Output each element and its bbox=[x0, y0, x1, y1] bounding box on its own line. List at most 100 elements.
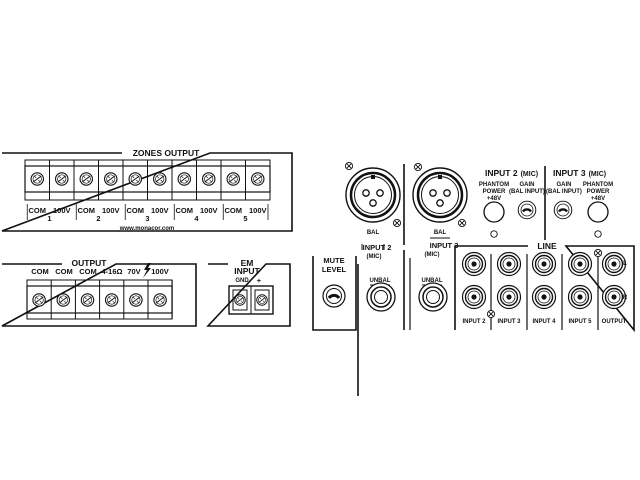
line-rca-jack[interactable] bbox=[496, 284, 522, 310]
lightning-icon bbox=[143, 263, 151, 278]
input2-phantom-1: PHANTOM bbox=[479, 182, 509, 188]
zone-com-label: COM bbox=[225, 206, 243, 215]
input2-unbal-jack[interactable] bbox=[366, 282, 396, 312]
mute-level-knob[interactable] bbox=[321, 283, 347, 309]
input3-xlr-connector[interactable] bbox=[411, 166, 469, 224]
output-title: OUTPUT bbox=[72, 258, 108, 268]
input2-phantom-led bbox=[490, 230, 498, 238]
output-terminal-screw[interactable] bbox=[32, 293, 46, 307]
line-rca-jack[interactable] bbox=[567, 284, 593, 310]
em-plus-label: + bbox=[257, 276, 262, 285]
output-terminal-screw[interactable] bbox=[56, 293, 71, 307]
zone-100v-label: 100V bbox=[102, 206, 120, 215]
mute-title-1: MUTE bbox=[323, 256, 344, 265]
zone-terminal-screw[interactable] bbox=[202, 172, 216, 186]
line-input-label: INPUT 3 bbox=[497, 319, 521, 325]
line-input-label: INPUT 5 bbox=[568, 319, 592, 325]
zone-number-label: 5 bbox=[243, 214, 247, 223]
line-input-label: OUTPUT bbox=[602, 319, 627, 325]
output-terminal-label: COM bbox=[55, 267, 73, 276]
output-terminal-label: 70V bbox=[127, 267, 140, 276]
input3-phantom-2: POWER bbox=[587, 189, 610, 195]
zone-terminal-screw[interactable] bbox=[153, 172, 167, 186]
zone-terminal-screw[interactable] bbox=[251, 172, 265, 186]
line-rca-jack[interactable] bbox=[496, 251, 522, 277]
input3-phantom-led bbox=[594, 230, 602, 238]
input2-xlr-section: BAL INPUT 2 (MIC) UNBAL bbox=[344, 161, 402, 396]
input2-unbal-label: UNBAL bbox=[370, 278, 391, 284]
line-rca-jack[interactable] bbox=[461, 251, 487, 277]
zone-terminal-screw[interactable] bbox=[104, 172, 118, 186]
input3-xlr-sub: (MIC) bbox=[425, 252, 440, 258]
line-rca-jack[interactable] bbox=[567, 251, 593, 277]
input3-unbal-label: UNBAL bbox=[422, 278, 443, 284]
line-rca-jack[interactable] bbox=[531, 284, 557, 310]
zone-com-label: COM bbox=[176, 206, 194, 215]
output-terminal-screw[interactable] bbox=[80, 293, 95, 307]
website-text: www.monacor.com bbox=[119, 226, 174, 232]
input2-gain-knob[interactable] bbox=[517, 199, 537, 221]
zones-output-title: ZONES OUTPUT bbox=[133, 148, 200, 158]
input2-phantom-2: POWER bbox=[483, 189, 506, 195]
line-input-label: INPUT 4 bbox=[532, 319, 556, 325]
zone-number-label: 2 bbox=[96, 214, 100, 223]
input2-phantom-button[interactable] bbox=[483, 201, 505, 223]
input3-phantom-1: PHANTOM bbox=[583, 182, 613, 188]
output-terminal-block bbox=[26, 279, 173, 320]
em-title-2: INPUT bbox=[234, 266, 260, 276]
input3-controls: INPUT 3(MIC) GAIN (BAL INPUT) PHANTOM PO… bbox=[546, 168, 613, 238]
input2-bal-label: BAL bbox=[367, 230, 380, 236]
zone-terminal-screw[interactable] bbox=[128, 172, 142, 186]
output-terminal-label: COM bbox=[31, 267, 49, 276]
output-terminal-screw[interactable] bbox=[153, 293, 167, 307]
zone-number-label: 3 bbox=[145, 214, 149, 223]
zone-terminal-screw[interactable] bbox=[177, 172, 191, 186]
input3-unbal-jack[interactable] bbox=[418, 282, 448, 312]
line-rca-jack[interactable] bbox=[461, 284, 487, 310]
em-gnd-screw[interactable] bbox=[234, 294, 246, 306]
em-plus-screw[interactable] bbox=[256, 294, 268, 306]
input2-xlr-sub: (MIC) bbox=[367, 254, 382, 260]
input2-xlr-name: INPUT 2 bbox=[363, 243, 392, 252]
zone-com-label: COM bbox=[29, 206, 47, 215]
input2-gain-2: (BAL INPUT) bbox=[509, 189, 545, 195]
line-rca-jack[interactable] bbox=[531, 251, 557, 277]
output-terminal-label: 100V bbox=[151, 267, 169, 276]
input2-controls-title: INPUT 2(MIC) bbox=[485, 168, 538, 178]
zone-terminal-screw[interactable] bbox=[79, 172, 93, 186]
input3-gain-knob[interactable] bbox=[553, 199, 573, 221]
input2-gain-1: GAIN bbox=[520, 182, 535, 188]
zone-com-label: COM bbox=[78, 206, 96, 215]
zone-number-label: 1 bbox=[47, 214, 51, 223]
line-rca-jack[interactable] bbox=[601, 251, 627, 277]
line-r-label: R bbox=[623, 295, 628, 301]
mute-level-panel: MUTE LEVEL bbox=[312, 256, 357, 331]
input3-xlr-name: INPUT 3 bbox=[430, 241, 459, 250]
input2-phantom-3: +48V bbox=[487, 196, 501, 202]
em-gnd-label: GND bbox=[235, 278, 249, 284]
input3-gain-1: GAIN bbox=[557, 182, 572, 188]
input2-xlr-connector[interactable] bbox=[344, 166, 402, 224]
line-input-label: INPUT 2 bbox=[462, 319, 486, 325]
input3-controls-title: INPUT 3(MIC) bbox=[553, 168, 606, 178]
zone-terminal-screw[interactable] bbox=[54, 172, 69, 186]
output-terminal-screw[interactable] bbox=[104, 293, 119, 307]
zone-100v-label: 100V bbox=[151, 206, 169, 215]
line-title: LINE bbox=[537, 241, 557, 251]
zone-100v-label: 100V bbox=[53, 206, 71, 215]
input3-phantom-3: +48V bbox=[591, 196, 605, 202]
zone-com-label: COM bbox=[127, 206, 145, 215]
input3-bal-label: BAL bbox=[434, 230, 447, 236]
zone-terminal-screw[interactable] bbox=[30, 172, 45, 186]
zone-100v-label: 100V bbox=[200, 206, 218, 215]
em-title-1: EM bbox=[241, 258, 254, 268]
zone-100v-label: 100V bbox=[249, 206, 267, 215]
input3-phantom-button[interactable] bbox=[587, 201, 609, 223]
zone-terminal-screw[interactable] bbox=[226, 172, 240, 186]
output-terminal-screw[interactable] bbox=[129, 293, 143, 307]
input3-gain-2: (BAL INPUT) bbox=[546, 189, 582, 195]
